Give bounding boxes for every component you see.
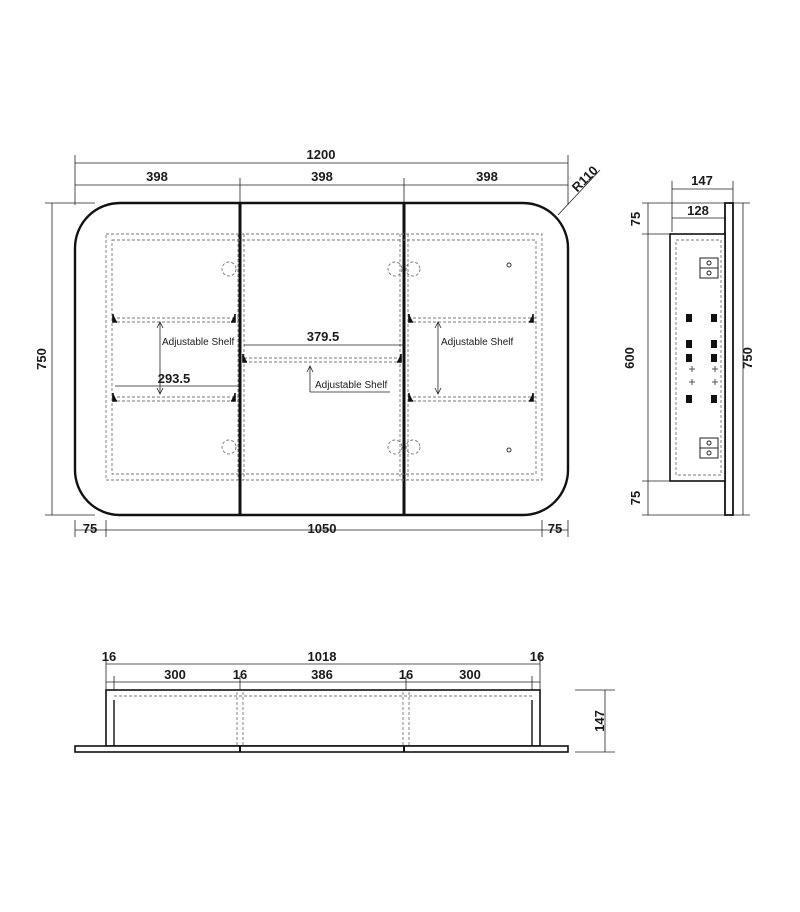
shelf-pins: [112, 314, 534, 402]
side-shelf-width-label: 293.5: [158, 371, 191, 386]
inset-left-label: 75: [83, 521, 97, 536]
door-width-2-label: 398: [311, 169, 333, 184]
divider-1-label: 16: [233, 667, 247, 682]
bay-width-3-label: 300: [459, 667, 481, 682]
inset-right-label: 75: [548, 521, 562, 536]
inner-width-label: 1050: [308, 521, 337, 536]
door-width-1-label: 398: [146, 169, 168, 184]
shelf-label-right: Adjustable Shelf: [441, 337, 513, 348]
panel-left-label: 16: [102, 649, 116, 664]
body-depth-label: 128: [687, 203, 709, 218]
middle-shelf-width-label: 379.5: [307, 329, 340, 344]
overall-inner-width-label: 1018: [308, 649, 337, 664]
top-view: 16 1018 16 300 16 386 16 300 147: [74, 649, 615, 753]
side-hinge-top: [699, 257, 719, 279]
knob-hole-bottom: [506, 447, 512, 453]
top-depth-label: 147: [592, 710, 607, 732]
overall-width-label: 1200: [307, 147, 336, 162]
shelf-label-left: Adjustable Shelf: [162, 337, 234, 348]
bay-width-2-label: 386: [311, 667, 333, 682]
side-plus-marks: [689, 366, 718, 385]
bottom-offset-label: 75: [628, 491, 643, 505]
side-view: 147 128: [622, 173, 755, 516]
front-view: 1200 398 398 398 R110 750: [34, 147, 601, 537]
overall-height-label: 750: [740, 347, 755, 369]
inner-body: [105, 233, 543, 481]
shelf-label-middle: Adjustable Shelf: [315, 380, 387, 391]
side-door-panel: [724, 202, 734, 516]
body-height-label: 600: [622, 347, 637, 369]
top-body: [105, 689, 541, 747]
height-label: 750: [34, 348, 49, 370]
overall-depth-label: 147: [691, 173, 713, 188]
side-hinge-bottom: [699, 437, 719, 459]
door-width-3-label: 398: [476, 169, 498, 184]
side-shelf-pins: [686, 314, 717, 403]
bay-width-1-label: 300: [164, 667, 186, 682]
hinge-marks: [221, 261, 421, 455]
panel-right-label: 16: [530, 649, 544, 664]
knob-hole-top: [506, 262, 512, 268]
cabinet-outline: [73, 201, 570, 517]
divider-2-label: 16: [399, 667, 413, 682]
corner-radius-label: R110: [569, 163, 601, 195]
top-door-panel: [74, 745, 569, 753]
top-offset-label: 75: [628, 212, 643, 226]
